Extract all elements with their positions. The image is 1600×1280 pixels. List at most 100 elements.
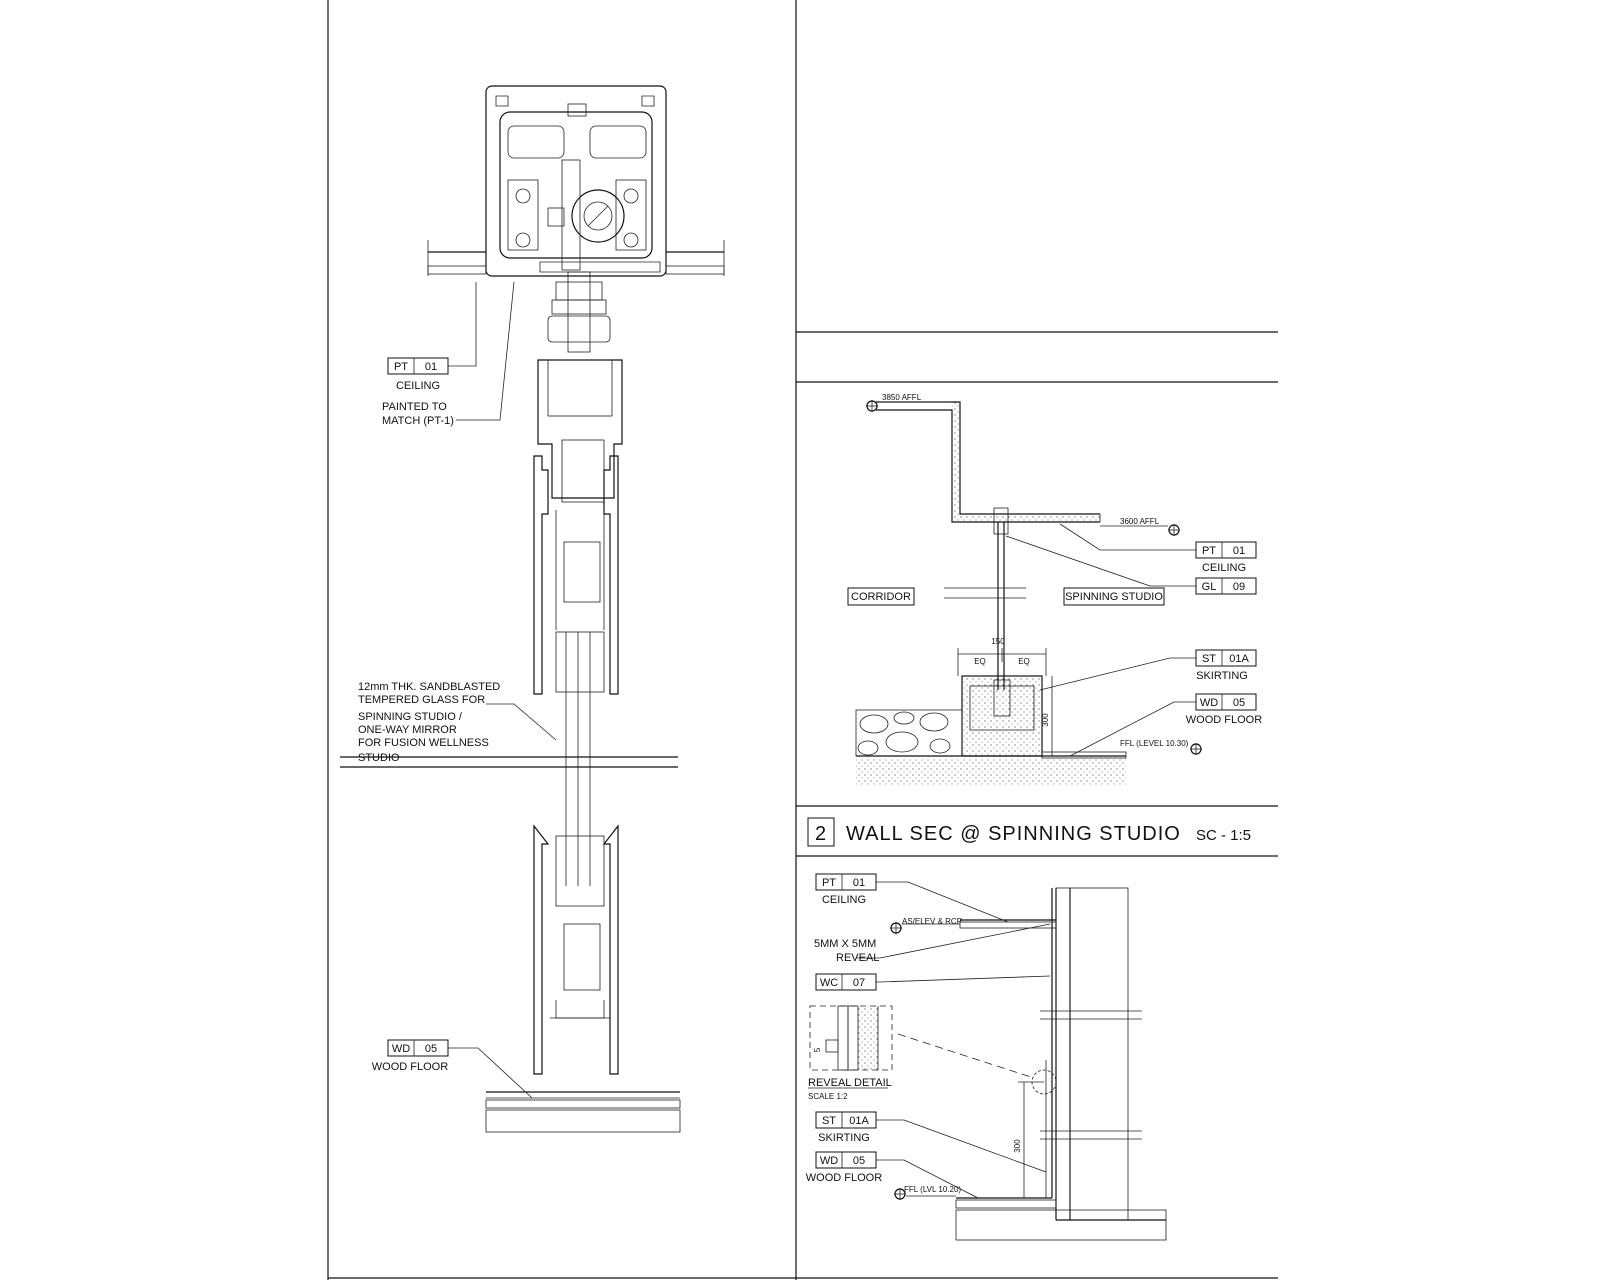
level-marker-ceiling-d3: AS/ELEV & RCP xyxy=(890,917,962,934)
svg-text:ST: ST xyxy=(1202,653,1216,665)
svg-text:EQ: EQ xyxy=(1018,657,1030,666)
bulkhead-inner xyxy=(876,409,1100,523)
wall-hatch xyxy=(1069,887,1129,1221)
svg-text:WC: WC xyxy=(820,977,838,989)
floor-screed-d3 xyxy=(955,1209,1167,1241)
svg-text:CEILING: CEILING xyxy=(822,894,866,906)
svg-text:REVEAL DETAIL: REVEAL DETAIL xyxy=(808,1077,892,1089)
hanger-bolt xyxy=(547,271,611,353)
level-marker-ffl-d3: FFL (LVL 10.20) xyxy=(894,1185,961,1200)
svg-text:CORRIDOR: CORRIDOR xyxy=(851,591,911,603)
svg-text:WOOD FLOOR: WOOD FLOOR xyxy=(1186,714,1262,726)
room-label-spinning-studio: SPINNING STUDIO xyxy=(1063,587,1165,606)
detail-3-wall-cladding: 300 AS/ELEV & RCP FFL (LVL 10.20) 5 REVE… xyxy=(806,873,1167,1241)
svg-text:3850 AFFL: 3850 AFFL xyxy=(882,393,922,402)
svg-text:SKIRTING: SKIRTING xyxy=(1196,670,1248,682)
svg-text:ONE-WAY MIRROR: ONE-WAY MIRROR xyxy=(358,724,457,736)
svg-text:WD: WD xyxy=(392,1043,410,1055)
sheet-frame xyxy=(327,0,1278,1280)
tag-ceiling-pt01-d3: PT 01 CEILING xyxy=(815,873,877,906)
svg-text:TEMPERED GLASS FOR: TEMPERED GLASS FOR xyxy=(358,694,485,706)
svg-text:WOOD FLOOR: WOOD FLOOR xyxy=(372,1061,448,1073)
svg-text:WD: WD xyxy=(1200,697,1218,709)
svg-text:01: 01 xyxy=(1233,545,1245,557)
leader-lines xyxy=(448,281,557,1099)
svg-text:PT: PT xyxy=(822,877,836,889)
glass-panel xyxy=(340,632,678,886)
svg-text:01A: 01A xyxy=(849,1115,869,1127)
svg-text:FFL (LVL 10.20): FFL (LVL 10.20) xyxy=(904,1185,961,1194)
svg-text:300: 300 xyxy=(1013,1139,1022,1153)
door-panel-lower xyxy=(533,824,619,1075)
tag-glass-gl09: GL 09 xyxy=(1195,577,1257,595)
detail-2-title: 2 WALL SEC @ SPINNING STUDIO SC - 1:5 xyxy=(807,817,1251,847)
tag-ceiling-pt01: PT 01 CEILING xyxy=(387,357,449,392)
svg-text:2: 2 xyxy=(815,823,827,845)
svg-text:05: 05 xyxy=(853,1155,865,1167)
svg-text:01A: 01A xyxy=(1229,653,1249,665)
top-channel xyxy=(993,507,1009,535)
svg-text:SC - 1:5: SC - 1:5 xyxy=(1196,827,1251,844)
tag-ceiling-pt01-d2: PT 01 CEILING xyxy=(1195,541,1257,574)
svg-text:01: 01 xyxy=(853,877,865,889)
kerb xyxy=(961,675,1043,757)
svg-text:5: 5 xyxy=(813,1047,822,1052)
svg-text:SKIRTING: SKIRTING xyxy=(818,1132,870,1144)
painted-note-line-1: PAINTED TO xyxy=(382,401,447,413)
svg-text:12mm THK. SANDBLASTED: 12mm THK. SANDBLASTED xyxy=(358,681,500,693)
dimension-height-d3: 300 xyxy=(1013,1081,1044,1198)
svg-text:300: 300 xyxy=(1041,713,1050,727)
svg-text:01: 01 xyxy=(425,361,437,373)
tag-floor-wd05: WD 05 WOOD FLOOR xyxy=(372,1039,449,1073)
svg-text:150: 150 xyxy=(991,637,1005,646)
svg-text:SPINNING STUDIO /: SPINNING STUDIO / xyxy=(358,711,463,723)
svg-text:EQ: EQ xyxy=(974,657,986,666)
svg-text:ST: ST xyxy=(822,1115,836,1127)
svg-text:PT: PT xyxy=(1202,545,1216,557)
floor-screed xyxy=(856,758,1126,786)
svg-text:SCALE 1:2: SCALE 1:2 xyxy=(808,1092,848,1101)
svg-text:FFL (LEVEL 10.30): FFL (LEVEL 10.30) xyxy=(1120,739,1189,748)
painted-note-line-2: MATCH (PT-1) xyxy=(382,415,454,427)
svg-text:05: 05 xyxy=(1233,697,1245,709)
svg-text:WD: WD xyxy=(820,1155,838,1167)
svg-text:STUDIO: STUDIO xyxy=(358,752,400,764)
svg-text:CEILING: CEILING xyxy=(396,380,440,392)
level-marker-ffl: FFL (LEVEL 10.30) xyxy=(1120,739,1202,755)
tag-skirting-st01a: ST 01A SKIRTING xyxy=(1195,649,1257,682)
track-housing xyxy=(485,85,667,277)
detail-3-leaders xyxy=(856,881,1051,1199)
room-label-corridor: CORRIDOR xyxy=(847,587,915,606)
dimension-width: 150 EQ EQ xyxy=(957,637,1047,676)
svg-text:07: 07 xyxy=(853,977,865,989)
tag-floor-wd05-d2: WD 05 WOOD FLOOR xyxy=(1186,693,1262,726)
floor-slab xyxy=(485,1091,681,1133)
svg-text:SPINNING STUDIO: SPINNING STUDIO xyxy=(1065,591,1163,603)
tag-floor-wd05-d3: WD 05 WOOD FLOOR xyxy=(806,1151,882,1184)
svg-text:05: 05 xyxy=(425,1043,437,1055)
tag-skirting-st01a-d3: ST 01A SKIRTING xyxy=(815,1111,877,1144)
dimension-height: 300 xyxy=(1041,676,1053,756)
level-marker-3600: 3600 AFFL xyxy=(1100,517,1180,536)
detail-2-wall-section: 150 EQ EQ 300 3850 AFFL 3600 A xyxy=(807,393,1262,847)
svg-text:WOOD FLOOR: WOOD FLOOR xyxy=(806,1172,882,1184)
reveal-note-line-2: REVEAL xyxy=(836,952,879,964)
svg-text:CEILING: CEILING xyxy=(1202,562,1246,574)
svg-text:09: 09 xyxy=(1233,581,1245,593)
tag-wallcover-wc07: WC 07 xyxy=(815,973,877,991)
svg-text:FOR FUSION WELLNESS: FOR FUSION WELLNESS xyxy=(358,737,489,749)
reveal-note-line-1: 5MM X 5MM xyxy=(814,938,876,950)
svg-text:AS/ELEV & RCP: AS/ELEV & RCP xyxy=(902,917,962,926)
reveal-detail-inset: 5 REVEAL DETAIL SCALE 1:2 xyxy=(808,1005,893,1101)
svg-text:3600 AFFL: 3600 AFFL xyxy=(1120,517,1160,526)
door-panel-upper xyxy=(533,359,623,695)
glass-note: 12mm THK. SANDBLASTED TEMPERED GLASS FOR… xyxy=(358,681,500,764)
svg-text:PT: PT xyxy=(394,361,408,373)
svg-text:GL: GL xyxy=(1202,581,1217,593)
detail-1-door-section: PT 01 CEILING PAINTED TO MATCH (PT-1) 12… xyxy=(340,85,725,1133)
bulkhead-outer xyxy=(876,401,1100,515)
level-marker-3850: 3850 AFFL xyxy=(866,393,950,412)
detail-2-leaders xyxy=(1005,523,1196,757)
svg-text:WALL SEC @ SPINNING STUDIO: WALL SEC @ SPINNING STUDIO xyxy=(846,823,1181,845)
